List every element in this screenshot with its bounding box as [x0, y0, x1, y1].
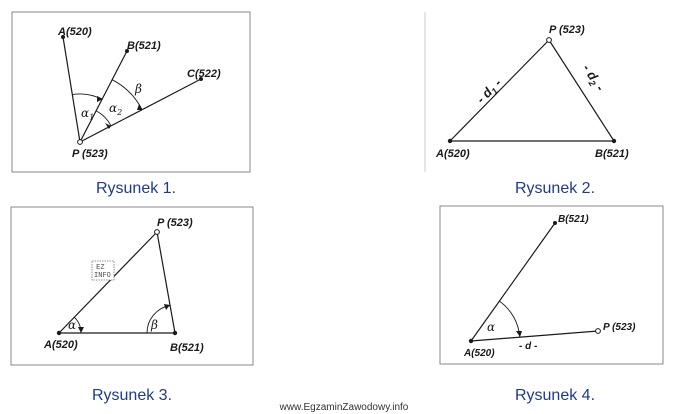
line-a-p [449, 39, 550, 142]
label-angle-alpha: α [68, 318, 76, 332]
caption-figure-4: Rysunek 4. [515, 387, 595, 404]
line-p-a [62, 36, 81, 143]
caption-figure-2: Rysunek 2. [515, 180, 595, 197]
svg-text:EZ: EZ [96, 263, 104, 271]
arrow-alpha [516, 331, 522, 337]
footer-website: www.EgzaminZawodowy.info [279, 402, 409, 413]
label-point-p: P (523) [549, 24, 585, 36]
point-p [154, 229, 160, 235]
point-b [553, 221, 557, 225]
arrow-alpha1 [97, 96, 103, 102]
point-b [172, 330, 178, 336]
label-angle-beta: β [134, 82, 142, 96]
arrow-beta [164, 304, 170, 310]
angle-arc-beta [112, 79, 143, 110]
line-p-b [548, 39, 615, 142]
label-angle-alpha: α [487, 320, 495, 334]
line-a-b [470, 222, 556, 342]
angle-arc-alpha2 [95, 110, 112, 127]
point-a [447, 138, 453, 144]
label-distance-d2: - d2 - [578, 61, 608, 94]
figure-2: P (523) A(520) B(521) - d1 - - d2 - Rysu… [424, 12, 629, 197]
line-p-b [79, 50, 128, 143]
caption-figure-1: Rysunek 1. [96, 180, 176, 197]
figure-1-frame [11, 11, 251, 173]
label-point-a: A(520) [43, 339, 78, 351]
label-distance-d1: - d1 - [473, 75, 505, 107]
point-b [125, 49, 129, 53]
line-a-p [58, 231, 158, 334]
point-c [199, 77, 203, 81]
arrow-alpha2 [105, 123, 111, 129]
label-point-a: A(520) [435, 148, 470, 160]
label-point-a: A(520) [463, 348, 495, 359]
point-b [611, 138, 617, 144]
watermark-logo: EZ INFO [91, 260, 115, 281]
arrow-alpha [78, 327, 84, 333]
point-p [546, 37, 552, 43]
arrow-beta [137, 104, 142, 110]
point-a [468, 338, 474, 344]
point-a [56, 330, 62, 336]
label-point-b: B(521) [170, 342, 204, 354]
label-point-p: P (523) [157, 217, 193, 229]
line-p-c [79, 78, 202, 143]
line-p-b [156, 231, 176, 334]
figure-4: B(521) P (523) A(520) α - d - Rysunek 4. [439, 205, 664, 404]
label-angle-alpha1: α1 [81, 106, 94, 122]
point-a [61, 35, 65, 39]
label-point-b: B(521) [127, 40, 161, 52]
label-point-a: A(520) [57, 26, 92, 38]
point-p [595, 328, 601, 334]
label-point-p: P (523) [603, 322, 636, 333]
label-point-b: B(521) [595, 148, 629, 160]
figure-3: P (523) A(520) B(521) α β EZ INFO Rysune… [10, 206, 254, 404]
figure-1: A(520) B(521) C(522) P (523) α1 α2 β Rys… [11, 11, 251, 197]
label-angle-beta: β [150, 318, 158, 332]
label-point-b: B(521) [558, 214, 589, 225]
caption-figure-3: Rysunek 3. [92, 387, 172, 404]
label-point-c: C(522) [187, 68, 221, 80]
figure-4-frame [439, 205, 664, 365]
line-a-p [470, 330, 599, 342]
label-point-p: P (523) [72, 148, 108, 160]
svg-text:INFO: INFO [94, 271, 111, 279]
figure-3-frame [10, 206, 254, 366]
label-angle-alpha2: α2 [109, 101, 122, 117]
point-p [77, 139, 83, 145]
label-distance-d: - d - [519, 341, 538, 352]
